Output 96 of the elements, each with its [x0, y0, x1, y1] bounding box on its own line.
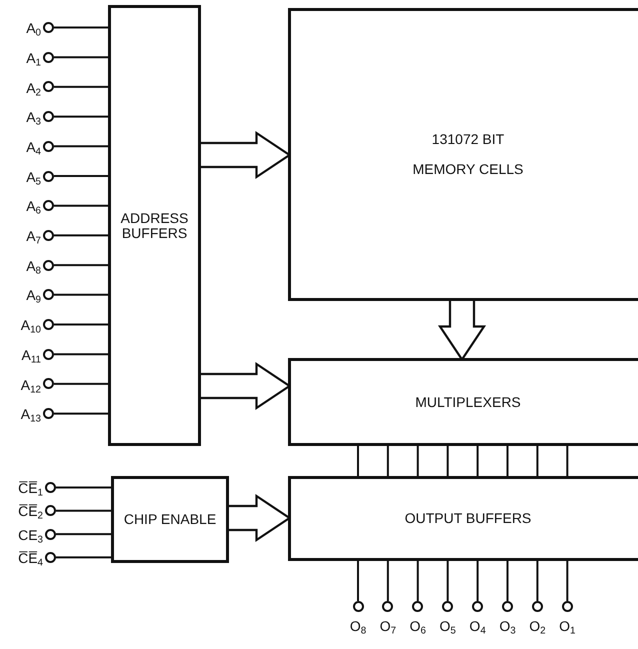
- pin-terminal: [43, 230, 54, 241]
- pin-terminal: [562, 601, 573, 612]
- signal-line: [54, 145, 108, 148]
- pin-terminal: [43, 140, 54, 152]
- pin-terminal: [43, 408, 54, 420]
- pin-terminal: [43, 170, 54, 182]
- pin-label: O$_{5}$: [440, 618, 456, 635]
- signal-line: [566, 446, 568, 476]
- signal-line: [536, 561, 538, 601]
- signal-line: [56, 556, 111, 558]
- signal-line: [536, 446, 538, 476]
- pin-terminal: [45, 505, 56, 516]
- signal-line: [54, 264, 108, 266]
- signal-line: [386, 561, 389, 601]
- signal-line: [54, 324, 108, 326]
- signal-line: [446, 561, 449, 601]
- signal-line: [54, 294, 108, 296]
- pin-terminal: [43, 260, 54, 271]
- pin-label: O$_{6}$: [410, 618, 426, 635]
- pin-label: A$_{6}$: [26, 198, 41, 216]
- pin-label: A$_{7}$: [26, 228, 41, 245]
- pin-terminal: [412, 601, 424, 612]
- pin-terminal: [352, 601, 364, 612]
- signal-line: [386, 446, 389, 476]
- pin-label: A$_{3}$: [26, 109, 41, 126]
- signal-line: [54, 116, 108, 118]
- signal-line: [54, 204, 108, 207]
- signal-line: [56, 510, 111, 512]
- signal-line: [357, 446, 359, 476]
- function-block: [288, 8, 638, 301]
- signal-line: [54, 175, 108, 177]
- pin-label: C̅E̅$_{2}$: [18, 503, 43, 520]
- function-block: [108, 5, 201, 446]
- pin-terminal: [43, 348, 54, 360]
- pin-label: O$_{3}$: [499, 618, 516, 635]
- block-label: ADDRESS BUFFERS: [120, 210, 190, 240]
- pin-terminal: [472, 601, 484, 612]
- signal-line: [54, 382, 108, 385]
- pin-label: CE$_{3}$: [18, 526, 43, 544]
- pin-terminal: [442, 601, 454, 612]
- pin-terminal: [382, 601, 394, 612]
- function-block: [288, 476, 638, 561]
- signal-line: [476, 446, 479, 476]
- pin-label: A$_{11}$: [21, 346, 41, 364]
- pin-terminal: [45, 482, 56, 493]
- signal-line: [566, 561, 568, 601]
- function-block: [111, 476, 229, 563]
- signal-line: [416, 561, 419, 601]
- block-label: MULTIPLEXERS: [415, 394, 521, 410]
- pin-label: A$_{2}$: [26, 80, 41, 96]
- pin-terminal: [532, 601, 543, 612]
- signal-line: [506, 561, 508, 601]
- block-label: 131072 BIT MEMORY CELLS: [412, 130, 524, 178]
- pin-label: A$_{8}$: [26, 258, 41, 274]
- pin-label: A$_{5}$: [26, 168, 41, 186]
- signal-line: [357, 561, 359, 601]
- pin-terminal: [43, 200, 54, 212]
- signal-line: [54, 412, 108, 415]
- pin-label: O$_{4}$: [469, 618, 486, 635]
- pin-label: C̅E̅$_{4}$: [18, 550, 43, 567]
- signal-line: [54, 353, 108, 356]
- pin-label: A$_{13}$: [20, 406, 41, 423]
- pin-label: O$_{2}$: [529, 618, 546, 635]
- pin-label: A$_{9}$: [26, 287, 41, 304]
- block-label: OUTPUT BUFFERS: [404, 511, 532, 526]
- pin-terminal: [43, 22, 54, 33]
- signal-line: [54, 56, 108, 58]
- pin-label: A$_{10}$: [20, 317, 41, 334]
- pin-label: O$_{8}$: [350, 618, 366, 635]
- signal-line: [476, 561, 479, 601]
- signal-line: [56, 533, 111, 536]
- pin-terminal: [43, 111, 54, 122]
- pin-terminal: [502, 601, 513, 612]
- signal-line: [416, 446, 419, 476]
- signal-line: [54, 234, 108, 236]
- signal-line: [54, 26, 108, 28]
- pin-terminal: [45, 528, 56, 540]
- signal-line: [506, 446, 508, 476]
- function-block: [288, 358, 638, 446]
- signal-line: [56, 486, 111, 488]
- pin-terminal: [45, 552, 56, 563]
- block-label: CHIP ENABLE: [124, 512, 216, 527]
- signal-line: [446, 446, 449, 476]
- pin-terminal: [43, 378, 54, 390]
- pin-label: A$_{4}$: [26, 138, 41, 156]
- pin-label: A$_{0}$: [26, 20, 41, 37]
- pin-label: O$_{7}$: [380, 618, 396, 635]
- pin-label: A$_{12}$: [20, 376, 41, 394]
- pin-terminal: [43, 289, 54, 300]
- signal-line: [54, 86, 108, 88]
- pin-terminal: [43, 52, 54, 63]
- pin-terminal: [43, 81, 54, 92]
- pin-terminal: [43, 319, 54, 330]
- pin-label: C̅E̅$_{1}$: [18, 480, 43, 497]
- pin-label: A$_{1}$: [26, 50, 41, 67]
- pin-label: O$_{1}$: [559, 618, 576, 635]
